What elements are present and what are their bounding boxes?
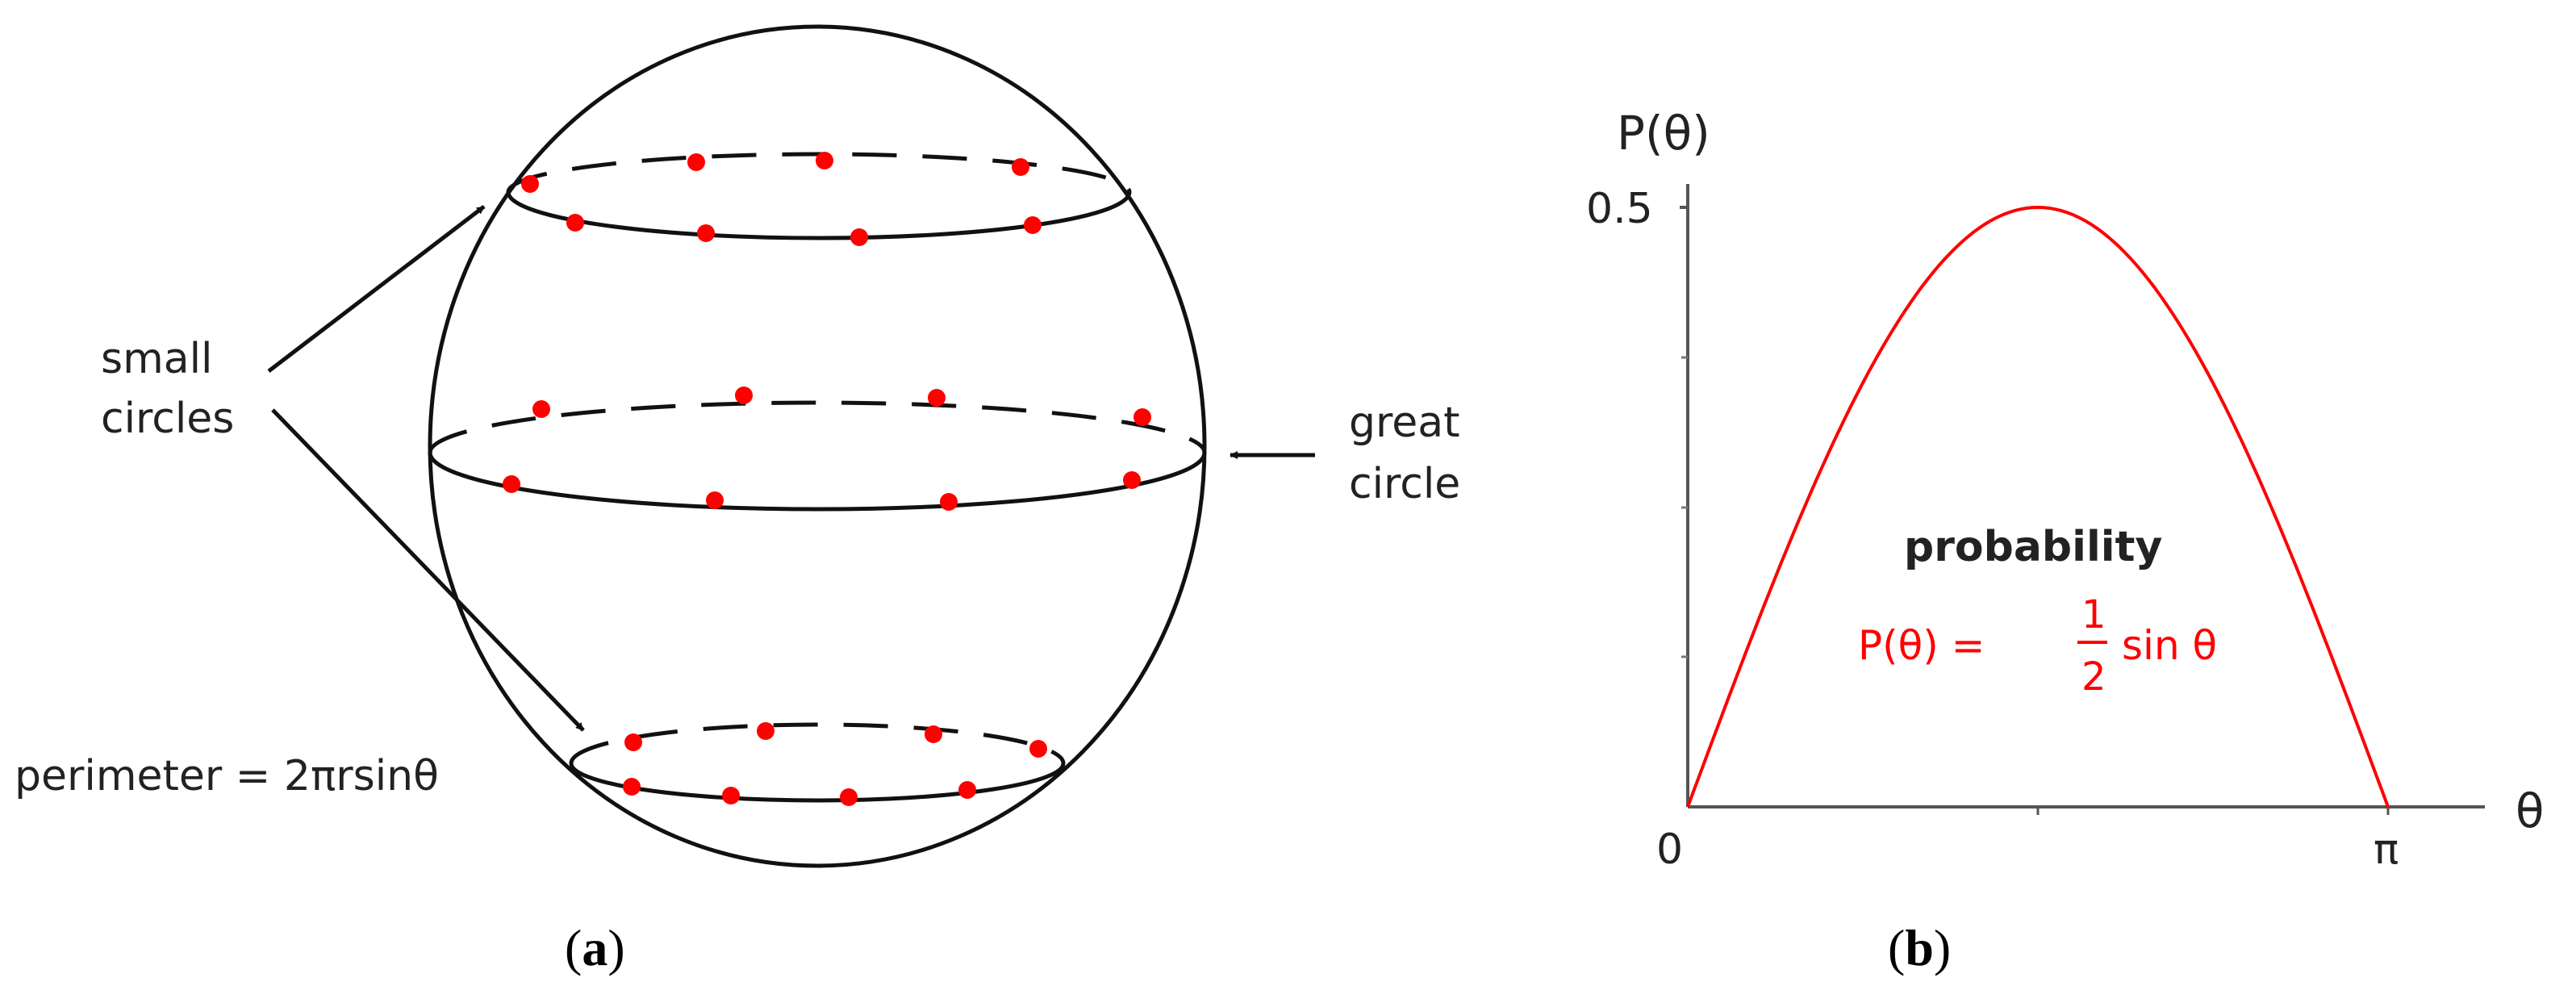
formula: P(θ) = 1 2 sin θ [1858,592,2217,700]
formula-lhs: P(θ) = [1858,622,1985,669]
sample-point [816,152,833,169]
sample-point [840,788,858,806]
y-tick-label-max: 0.5 [1586,185,1653,233]
probability-curve [1686,205,2390,808]
panel-a-sphere-diagram: small circles great circle perimeter = 2… [15,24,1460,976]
sample-point [1012,158,1029,176]
sample-point [1029,740,1047,758]
sphere-outline [428,24,1207,868]
sample-point [940,493,958,511]
sample-point [706,491,724,509]
caption-a: (a) [565,919,625,976]
caption-b: (b) [1888,919,1951,976]
x-tick-label-zero: 0 [1656,825,1683,874]
sample-point [503,475,520,493]
sample-points [503,152,1151,806]
sample-point [928,389,946,407]
sample-point [1123,471,1141,489]
sample-point [735,387,753,404]
small-circle-bottom [569,722,1066,803]
sample-point [566,214,584,232]
sample-point [1024,216,1042,234]
formula-numerator: 1 [2081,592,2106,637]
x-tick-label-pi: π [2374,825,2399,874]
label-small-circles-line1: small [101,335,213,383]
panel-b-chart: P(θ) θ 0.5 0 π probability P(θ) = 1 2 si… [1586,106,2545,976]
formula-label: probability [1904,523,2162,571]
formula-denominator: 2 [2081,654,2106,700]
sample-point [1134,408,1151,426]
sample-point [687,153,705,171]
sample-point [757,722,774,740]
sample-point [623,778,641,796]
sample-point [958,781,976,799]
sample-point [521,175,539,193]
arrow-to-top-small-circle [267,205,486,373]
y-axis-label: P(θ) [1617,106,1710,161]
sample-point [850,228,868,246]
label-small-circles-line2: circles [101,395,234,443]
sample-point [722,787,740,804]
sample-point [925,725,942,743]
sample-point [697,224,715,242]
sample-point [624,733,642,751]
great-circle [428,400,1207,512]
sample-point [532,400,550,418]
x-axis-label: θ [2515,783,2545,838]
formula-rhs: sin θ [2122,622,2217,669]
label-perimeter: perimeter = 2πrsinθ [15,752,439,800]
label-great-circle-line2: circle [1349,460,1460,508]
arrow-to-bottom-small-circle [271,408,585,732]
label-great-circle-line1: great [1349,399,1460,447]
